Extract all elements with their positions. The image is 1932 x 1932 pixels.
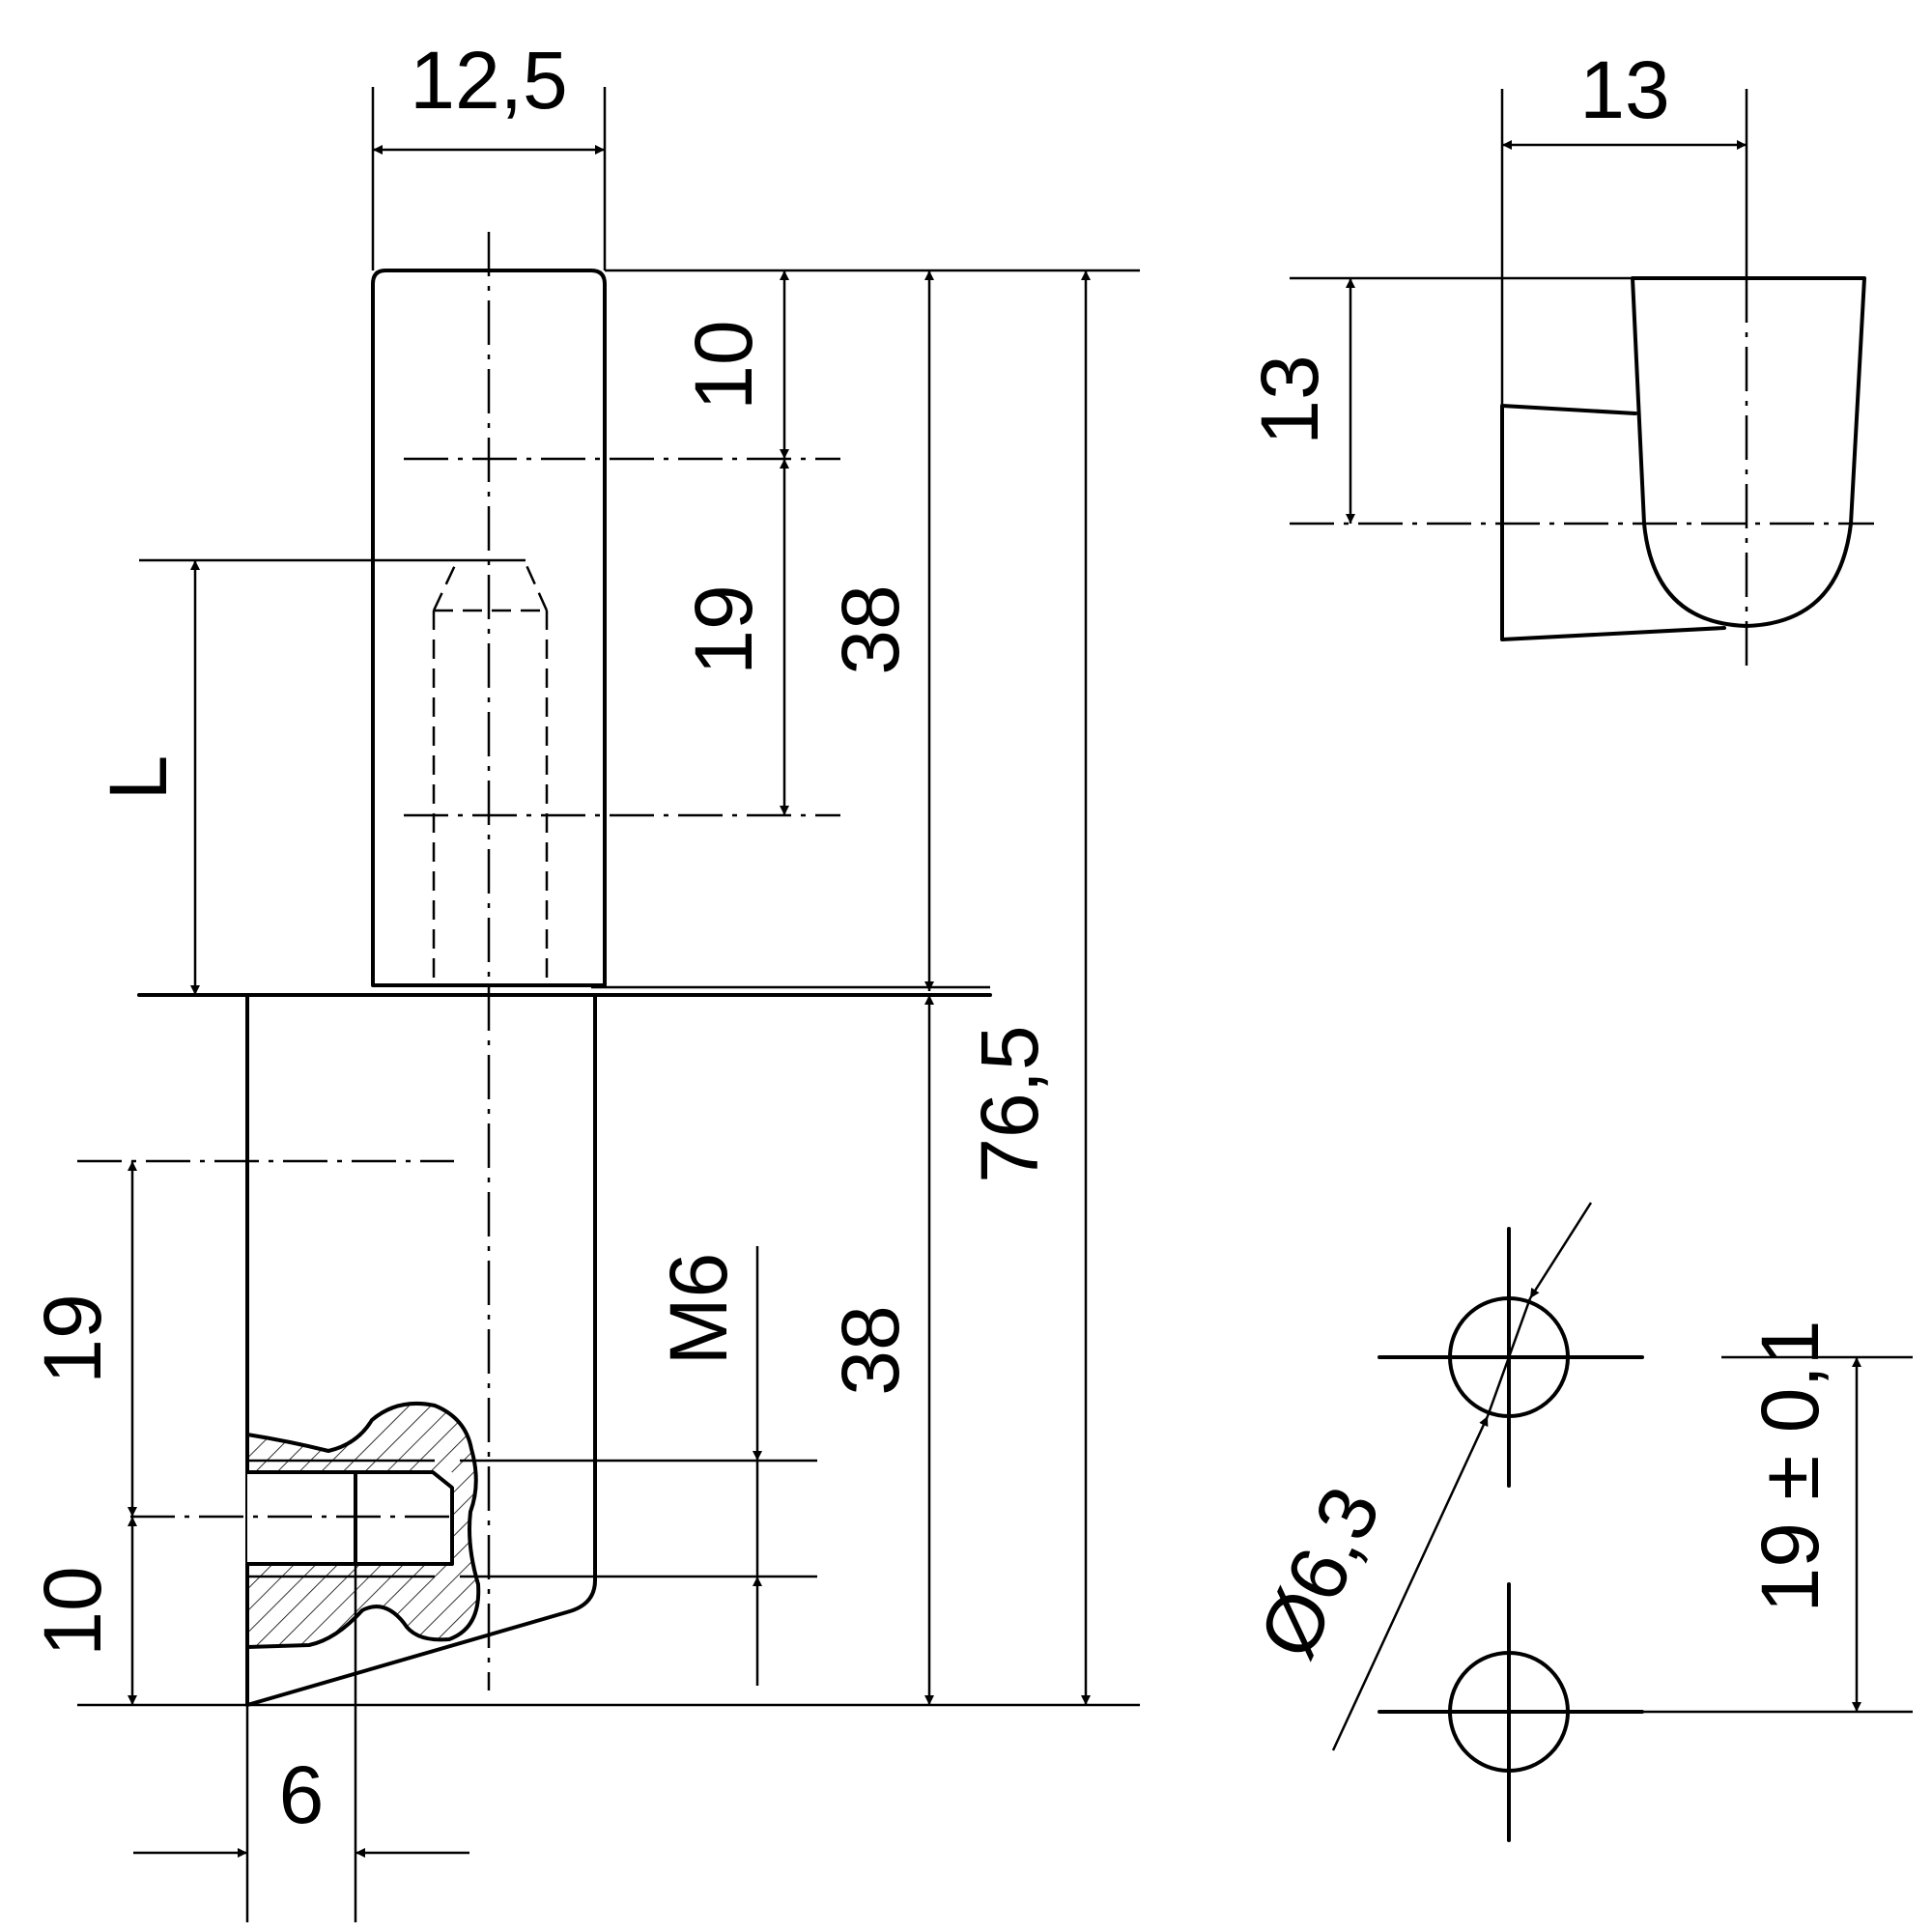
label-thread: M6: [653, 1253, 744, 1366]
front-view: [77, 232, 992, 1707]
label-lower-bottom: 10: [27, 1566, 118, 1656]
dim-hole-diameter-lower: [1331, 1415, 1490, 1751]
dimension-lines: [128, 145, 1091, 1858]
label-upper-height: 38: [825, 584, 916, 674]
label-lower-height: 38: [825, 1305, 916, 1395]
label-total-height: 76,5: [964, 1025, 1055, 1183]
upper-leaf-outline: [371, 269, 607, 987]
lower-leaf-outline: [245, 993, 597, 1707]
side-leaf-outline: [1631, 276, 1866, 628]
label-upper-middle: 19: [678, 584, 769, 674]
label-side-width: 13: [1579, 44, 1669, 135]
extension-lines: [77, 87, 1140, 1922]
hole-pattern: Ø6,3 19 ± 0,1: [1241, 1202, 1913, 1842]
side-view: 13 13: [1244, 44, 1874, 667]
label-hole-diameter: Ø6,3: [1241, 1473, 1398, 1671]
label-top-width: 12,5: [410, 35, 568, 126]
label-bottom-offset: 6: [279, 1749, 325, 1840]
dimension-texts: 12,5 10 19 38 76,5 L 38 19 10 M6 6: [27, 35, 1055, 1840]
label-lower-spacing: 19: [27, 1293, 118, 1383]
dim-hole-diameter-upper: [1528, 1202, 1593, 1299]
label-upper-top: 10: [678, 320, 769, 410]
hidden-insert: [432, 562, 549, 985]
side-lower-leaf-outline: [1500, 404, 1726, 641]
label-insert-length: L: [93, 755, 184, 801]
thread-section: [245, 1401, 481, 1649]
label-hole-pitch: 19 ± 0,1: [1745, 1321, 1835, 1613]
label-side-height: 13: [1244, 355, 1335, 444]
